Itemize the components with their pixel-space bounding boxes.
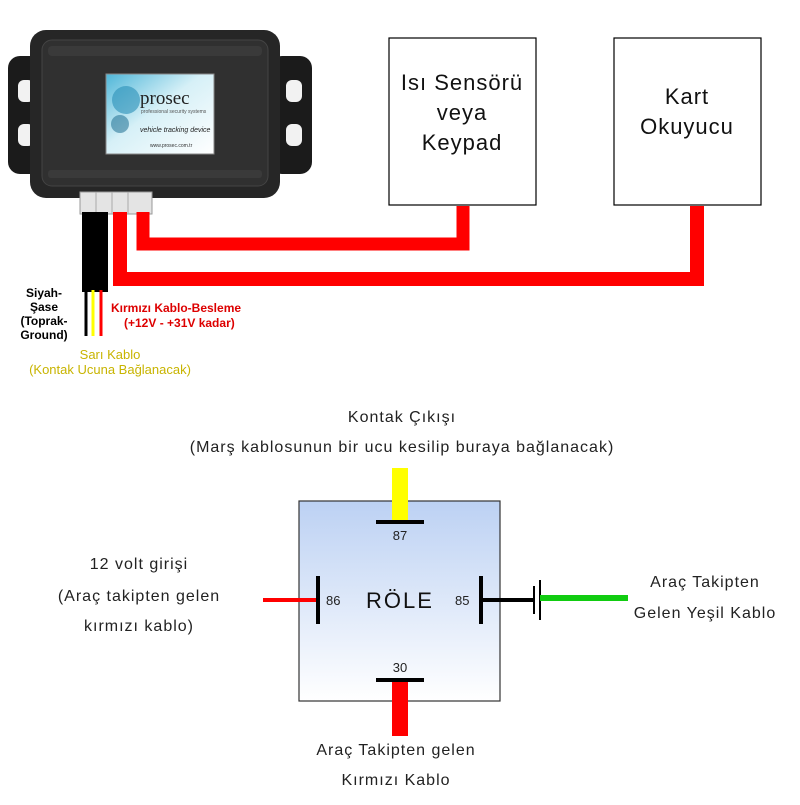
sensor-keypad-box xyxy=(388,37,537,206)
sensor-keypad-label: Isı Sensörü veya Keypad xyxy=(401,68,523,158)
yellow-wire-note: (Kontak Ucuna Bağlanacak) xyxy=(29,362,191,377)
pin87-wire-yellow xyxy=(392,468,408,522)
pin87-label: 87 xyxy=(392,528,408,543)
mount-hole xyxy=(286,124,302,146)
pin30-wire-red xyxy=(392,682,408,736)
relay-right-note: Gelen Yeşil Kablo xyxy=(633,605,777,622)
relay-body xyxy=(298,500,501,702)
relay-top-title: Kontak Çıkışı xyxy=(347,409,457,426)
black-wire-label-line: Şase xyxy=(29,300,59,314)
device-ridge xyxy=(48,170,262,178)
mount-hole xyxy=(286,80,302,102)
sensor-cable xyxy=(136,206,470,251)
relay-left-title: 12 volt girişi xyxy=(89,556,189,573)
black-wire-label-line: Siyah- xyxy=(25,286,63,300)
relay-left-note2: kırmızı kablo) xyxy=(83,618,195,635)
tracking-device: prosec professional security systems veh… xyxy=(8,30,312,215)
relay-top-note: (Marş kablosunun bir ucu kesilip buraya … xyxy=(189,439,615,456)
black-wire-label-line: (Toprak- xyxy=(20,314,68,328)
device-label-graphic xyxy=(112,86,140,114)
sensor-label-line: Keypad xyxy=(421,130,503,155)
sensor-label-line: veya xyxy=(436,100,488,125)
card-reader-label: Kart Okuyucu xyxy=(640,82,734,142)
device-subtagline: professional security systems xyxy=(141,109,207,115)
device-cables xyxy=(82,206,704,336)
relay-bottom-note: Kırmızı Kablo xyxy=(341,772,451,789)
black-cable-bundle xyxy=(82,212,108,292)
red-wire-voltage: (+12V - +31V kadar) xyxy=(124,316,235,330)
card-reader-box xyxy=(613,37,762,206)
black-wire-label-line: Ground) xyxy=(20,328,68,342)
device-label-graphic xyxy=(111,115,129,133)
pin30-label: 30 xyxy=(392,660,408,675)
pin86-label: 86 xyxy=(326,593,341,608)
device-tagline: vehicle tracking device xyxy=(140,127,211,134)
yellow-wire-label: Sarı Kablo xyxy=(79,347,141,362)
black-wire-label: Siyah- Şase (Toprak- Ground) xyxy=(20,286,67,342)
red-wire-label: Kırmızı Kablo-Besleme xyxy=(111,301,242,315)
device-ridge xyxy=(48,46,262,56)
pin85-label: 85 xyxy=(455,593,470,608)
card-reader-label-line: Okuyucu xyxy=(640,114,734,139)
device-website: www.prosec.com.tr xyxy=(150,143,193,149)
device-brand: prosec xyxy=(140,88,190,109)
relay-bottom-title: Araç Takipten gelen xyxy=(316,742,476,759)
relay-right-title: Araç Takipten xyxy=(650,574,760,591)
relay-left-note: (Araç takipten gelen xyxy=(57,588,221,605)
device-connector xyxy=(79,191,153,215)
card-reader-cable xyxy=(113,206,704,286)
relay xyxy=(263,468,628,736)
card-reader-label-line: Kart xyxy=(664,84,710,109)
relay-label: RÖLE xyxy=(366,588,434,613)
sensor-label-line: Isı Sensörü xyxy=(400,70,524,95)
